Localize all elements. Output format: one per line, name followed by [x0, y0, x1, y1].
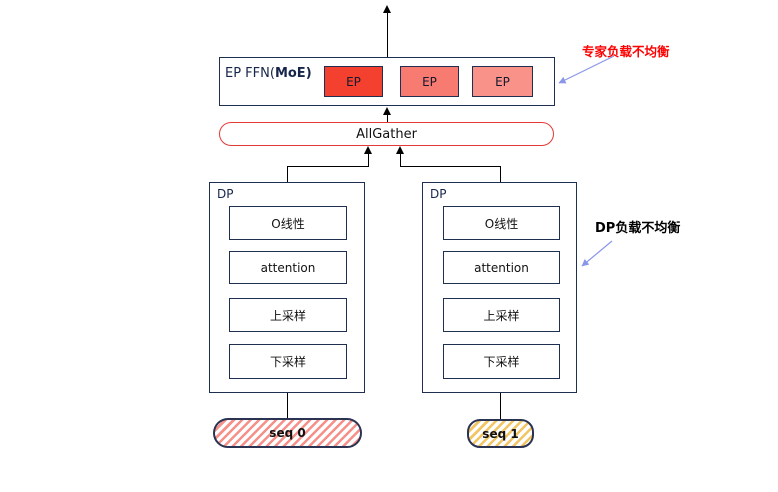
expert-imbalance-callout-arrow [558, 55, 615, 84]
layer-downsample-left: 下采样 [229, 344, 347, 379]
seq0-label: seq 0 [269, 426, 306, 440]
arrow-up-icon [364, 146, 372, 154]
dp-right-label: DP [430, 187, 447, 201]
allgather-to-ffn-line [387, 115, 388, 122]
layer-o-linear-left: O线性 [229, 206, 347, 240]
expert-imbalance-annotation: 专家负载不均衡 [582, 44, 670, 59]
dp-left-elbow-line [287, 166, 288, 182]
arrow-up-icon [396, 146, 404, 154]
dp-right-elbow-line [400, 166, 500, 167]
layer-attention-left: attention [229, 251, 347, 284]
seq0-pill: seq 0 [213, 418, 362, 448]
dp-imbalance-annotation: DP负载不均衡 [595, 221, 681, 236]
ep-expert-box-2: EP [400, 66, 459, 97]
layer-o-linear-right: O线性 [443, 206, 560, 240]
ep-ffn-label: EP FFN(MoE) [225, 66, 312, 81]
output-flow-line [387, 13, 388, 57]
dp-left-label: DP [217, 187, 234, 201]
arrow-up-icon [383, 5, 391, 13]
seq1-input-line [500, 386, 501, 419]
seq1-pill: seq 1 [467, 419, 534, 448]
dp-group-right: DP O线性 attention 上采样 下采样 [422, 182, 577, 393]
dp-group-left: DP O线性 attention 上采样 下采样 [209, 182, 365, 393]
layer-upsample-right: 上采样 [443, 298, 560, 332]
layer-attention-right: attention [443, 251, 560, 284]
ep-expert-box-1: EP [324, 66, 383, 97]
seq1-label: seq 1 [482, 426, 519, 441]
dp-imbalance-callout-arrow [581, 240, 613, 267]
dp-right-elbow-line [500, 166, 501, 182]
arrow-up-icon [383, 107, 391, 115]
layer-upsample-left: 上采样 [229, 298, 347, 332]
dp-left-elbow-line [368, 153, 369, 166]
allgather-pill: AllGather [219, 122, 554, 146]
ep-expert-box-3: EP [472, 66, 533, 97]
layer-downsample-right: 下采样 [443, 344, 560, 379]
seq0-input-line [287, 386, 288, 418]
dp-right-elbow-line [400, 153, 401, 166]
dp-left-elbow-line [287, 166, 369, 167]
